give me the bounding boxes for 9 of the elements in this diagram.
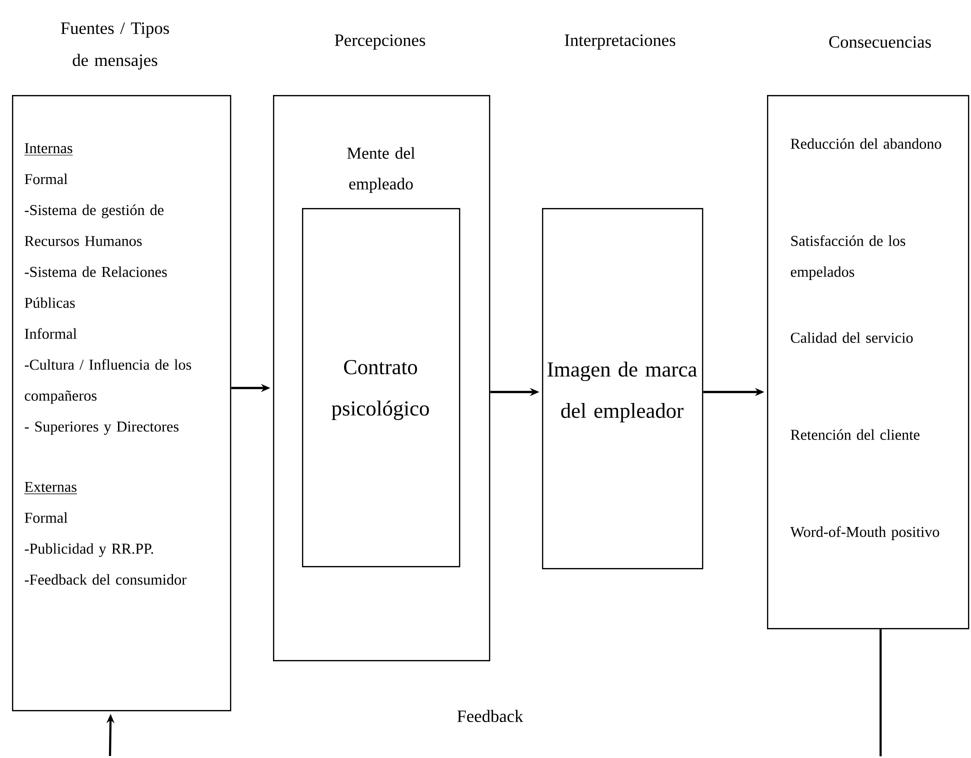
process-box: Fuentes / Tipos de mensajes Internas Formal -Sistema de gestión de Recursos Humanos -Sistema de Relaciones Públicas Informal -Cultura / Influencia de los compañeros - Superiores y Directores Externas Formal -Publicidad y RR.PP. -Feedback del consumidor: [12, 22, 232, 712]
node-label: Percepciones: [334, 34, 426, 50]
node-label: Fuentes / Tipos de mensajes: [60, 22, 169, 70]
process-box: Imagen de marca del empleador: [542, 208, 704, 570]
node-label: Consecuencias: [829, 36, 931, 48]
column-heading: Feedback: [457, 710, 524, 722]
process-box: Consecuencias Reducción del abandono Satisfacción de los empelados Calidad del servicio Retención del cliente Word-of-Mouth positivo: [767, 36, 970, 630]
column-heading: Interpretaciones: [564, 34, 676, 50]
process-box: Contrato psicológico: [302, 208, 460, 568]
